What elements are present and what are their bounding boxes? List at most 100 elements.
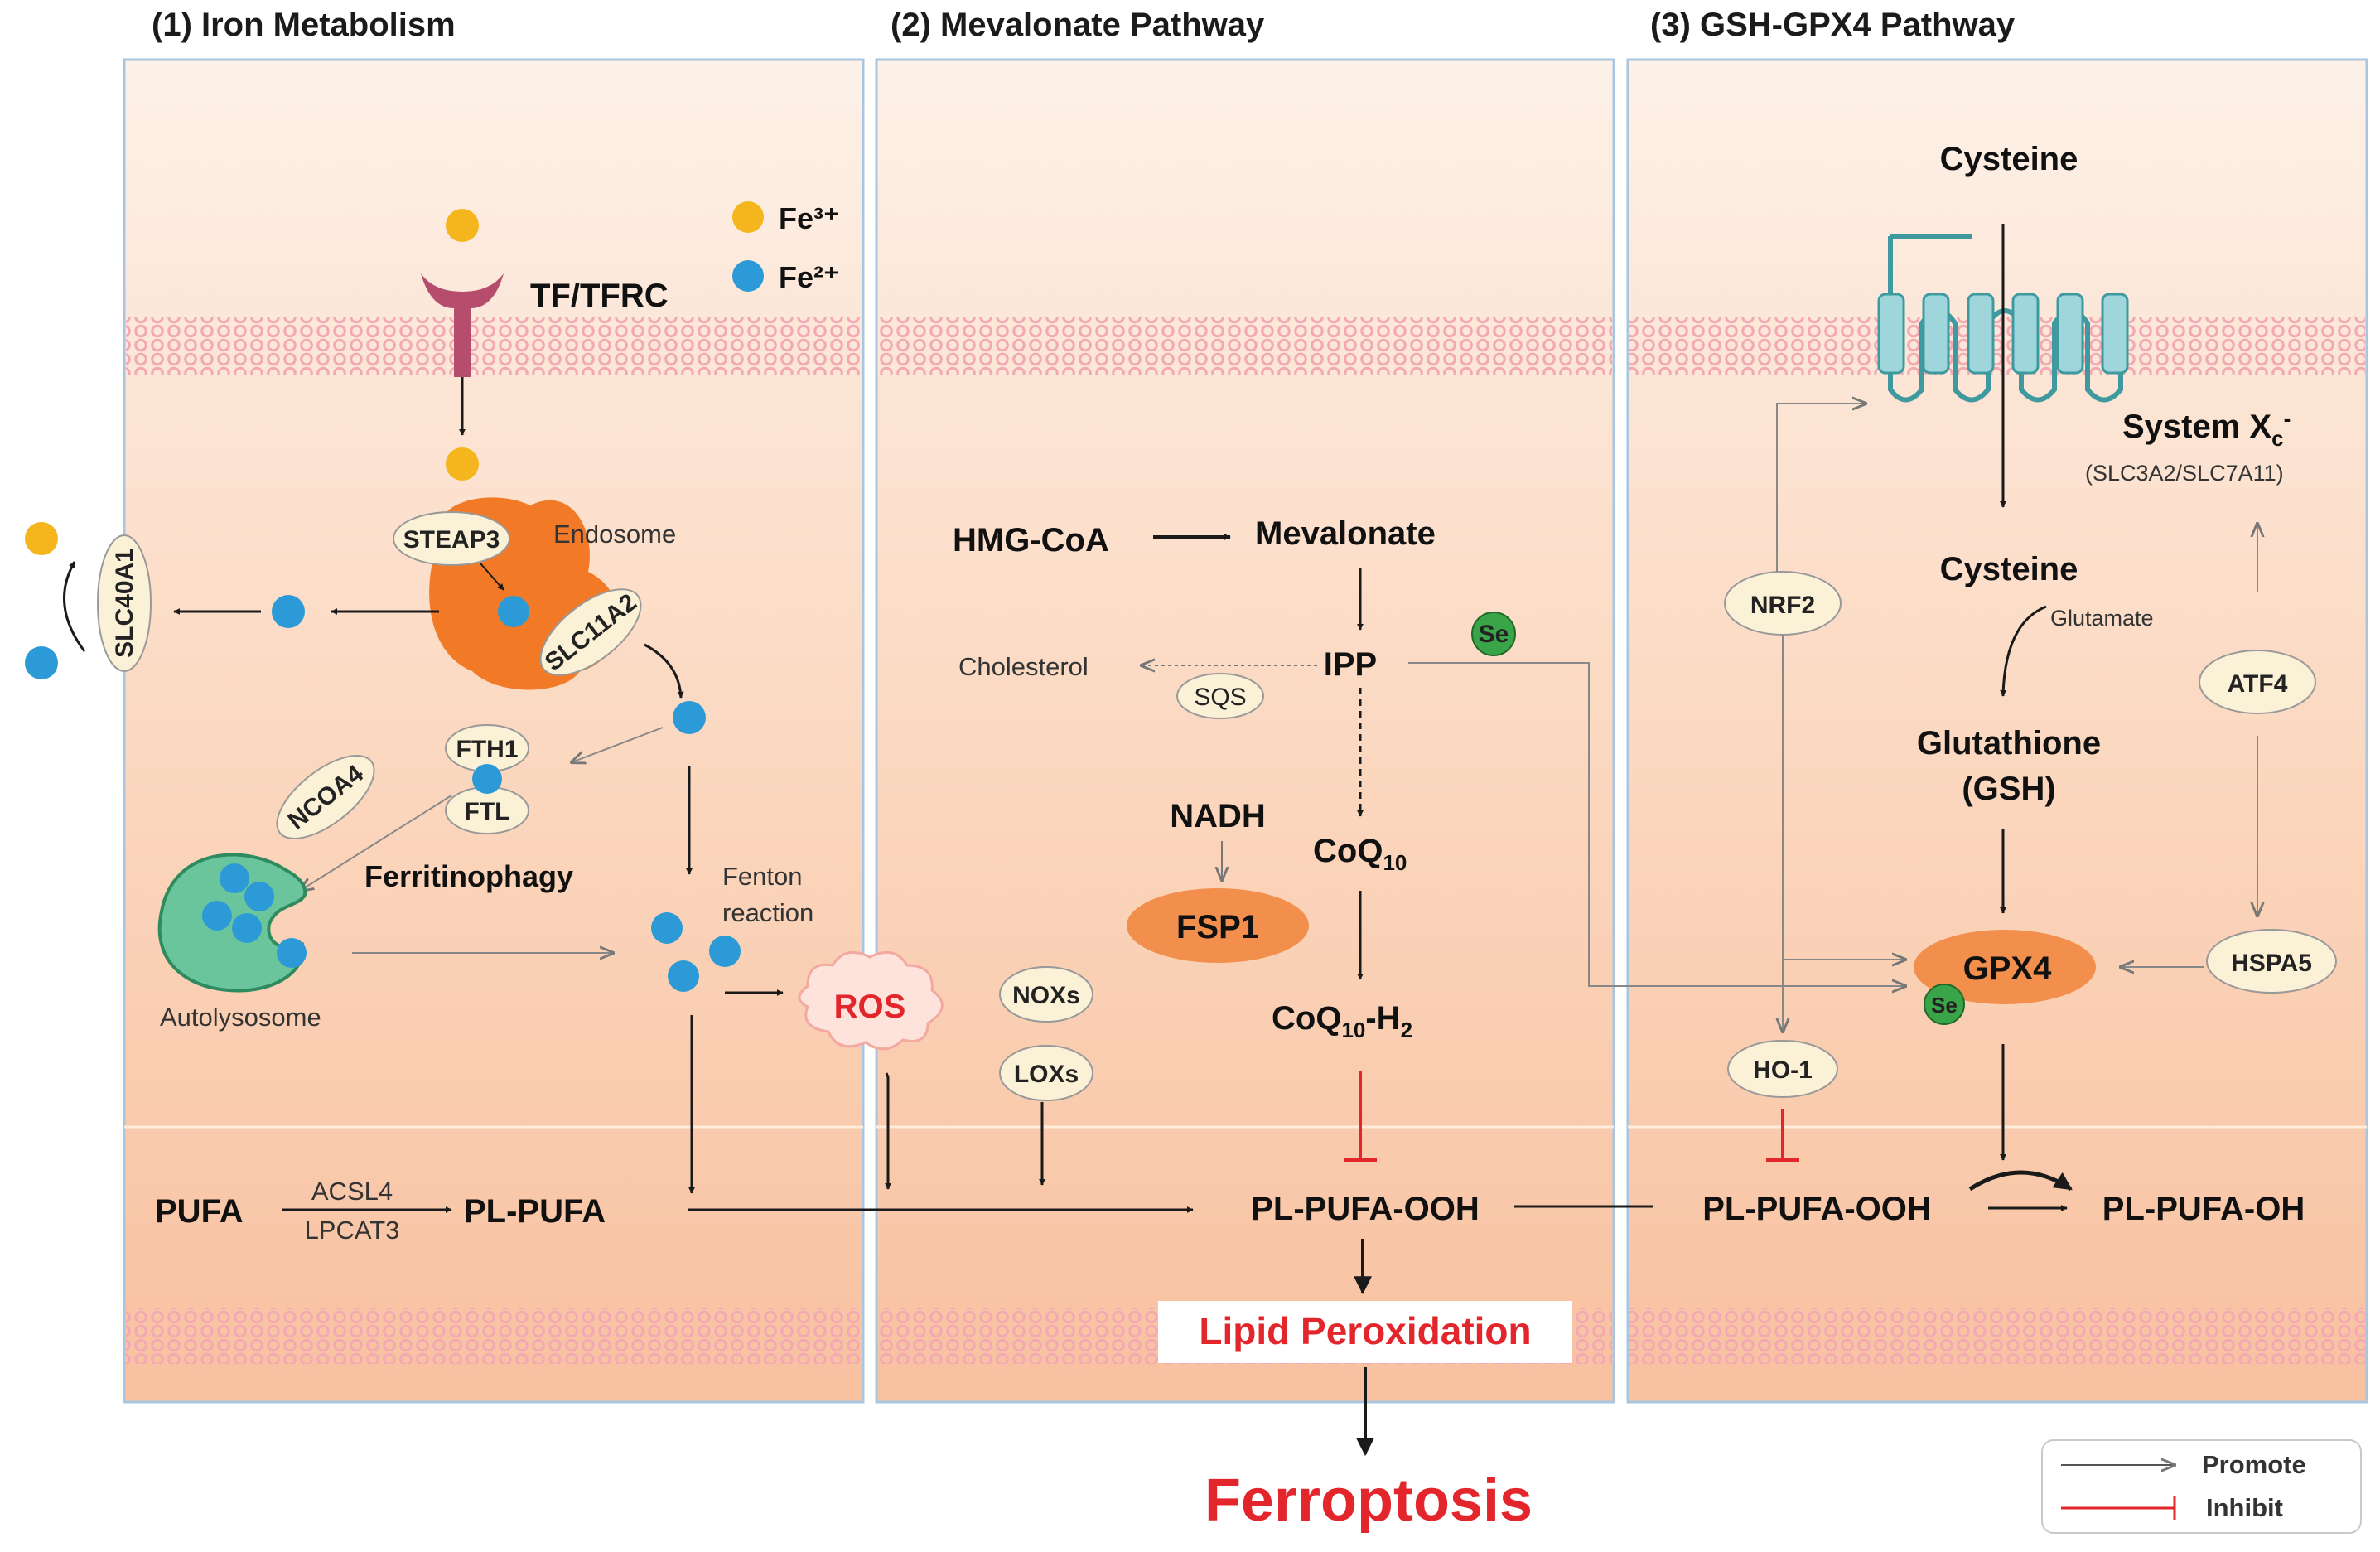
system-xc-genes-label: (SLC3A2/SLC7A11) [2085,461,2284,486]
fe3-extracellular [446,209,479,242]
panel-title-mevalonate-pathway: (2) Mevalonate Pathway [891,7,1265,43]
pl-pufa-label: PL-PUFA [464,1193,606,1230]
coq10h2-label: CoQ10-H2 [1272,1000,1412,1042]
arrow-selenium-to-gpx4 [1408,662,1905,986]
membrane-bottom-iron [126,1308,862,1364]
legend: Promote Inhibit [2041,1439,2362,1534]
gsh-abbr-label: (GSH) [1962,771,2055,807]
arrow-slc11a2-export [644,643,684,699]
coq10-label: CoQ10 [1313,833,1407,875]
arrow-ferritin-to-autolysosome [300,795,452,891]
sqs-label: SQS [1194,684,1246,711]
ros-cloud-icon [798,950,944,1051]
tf-tfrc-label: TF/TFRC [530,278,669,314]
pl-pufa-ooh-label-center: PL-PUFA-OOH [1251,1191,1480,1227]
fe2-endosome [498,596,529,627]
panel-title-iron-metabolism: (1) Iron Metabolism [152,7,456,43]
steap3-pill [393,511,510,566]
fe2-legend-label: Fe²⁺ [779,260,839,294]
system-xc-label: System Xc- [2122,406,2291,451]
loxs-pill [999,1045,1093,1101]
hspa5-pill [2206,929,2337,994]
legend-box [2041,1439,2362,1534]
membrane-top-mevalonate [878,317,1612,375]
ftl-label: FTL [465,798,510,825]
gsh-gpx4-pathway: Cysteine System Xc- (SLC3A2/SLC7A11) Cys… [1702,141,2337,1227]
selenium-label: Se [1479,621,1509,648]
mevalonate-pathway: HMG-CoA Mevalonate IPP Cholesterol SQS S… [885,515,1905,1534]
ferritinophagy-label: Ferritinophagy [364,859,573,893]
endosome-label: Endosome [553,520,676,549]
membrane-top-gsh [1629,317,2365,375]
fth1-label: FTH1 [456,736,519,763]
gpx4-selenium-icon [1924,984,1965,1025]
slc40a1-pill: SLC40A1 [97,534,152,672]
system-xc-transporter-icon [1877,234,2129,403]
arrow-reduction-curve [1968,1170,2073,1192]
fe3-intracellular [446,447,479,481]
fsp1-enzyme [1127,888,1309,963]
fe2-labile [673,701,706,734]
cholesterol-label: Cholesterol [958,652,1089,681]
fenton-label-line2: reaction [722,898,813,927]
ho1-label: HO-1 [1753,1056,1813,1084]
fe3-exported [25,522,58,555]
slc40a1-label: SLC40A1 [111,549,138,658]
ros-label: ROS [834,989,906,1025]
tfrc-receptor-icon [421,273,504,377]
panel-title-gsh-gpx4-pathway: (3) GSH-GPX4 Pathway [1650,7,2016,43]
arrow-steap3-reduction [480,563,504,591]
acsl4-label: ACSL4 [311,1177,393,1206]
lpcat3-label: LPCAT3 [305,1216,400,1245]
fe3-legend-label: Fe³⁺ [779,201,839,235]
gpx4-enzyme [1914,930,2096,1004]
selenium-icon [1471,612,1516,656]
ferroptosis-label: Ferroptosis [1204,1467,1533,1534]
fe2-outside [25,646,58,679]
lipid-peroxidation-label: Lipid Peroxidation [1199,1309,1531,1352]
gpx4-label: GPX4 [1963,950,2052,987]
cysteine-extracellular-label: Cysteine [1940,141,2078,177]
fe2-fenton-3 [668,960,699,992]
legend-inhibit-label: Inhibit [2206,1493,2283,1522]
atf4-pill [2199,650,2316,714]
arrow-slc40a1-oxidation [63,561,86,652]
membrane-bottom-gsh [1629,1308,2365,1364]
arrow-fe2-to-ferritin [572,727,664,762]
arrow-ros-to-pufa [885,1072,891,1190]
glutamate-label: Glutamate [2050,606,2154,631]
loxs-label: LOXs [1014,1061,1079,1088]
fe3-legend-dot [732,201,764,233]
fsp1-label: FSP1 [1176,909,1259,945]
ho1-pill [1727,1040,1838,1098]
gpx4-selenium-label: Se [1931,993,1958,1018]
legend-promote-label: Promote [2202,1450,2306,1479]
fenton-label-line1: Fenton [722,862,803,891]
fe2-fenton-1 [651,912,683,944]
noxs-label: NOXs [1012,982,1080,1009]
arrow-cysteine-to-glutathione [2000,605,2047,697]
sqs-pill [1176,673,1264,719]
pufa-label: PUFA [155,1193,244,1230]
noxs-pill [999,966,1093,1023]
atf4-label: ATF4 [2228,670,2288,698]
fe2-legend-dot [732,260,764,292]
hmg-coa-label: HMG-CoA [953,522,1109,558]
glutathione-label: Glutathione [1917,725,2101,761]
nrf2-label: NRF2 [1750,592,1815,619]
hspa5-label: HSPA5 [2231,950,2312,977]
panel-gsh-bg [1626,58,2368,1404]
iron-metabolism: Fe³⁺ Fe²⁺ TF/TFRC Endosome STEAP3 SLC11A… [25,201,1194,1245]
lipid-peroxidation-box [1158,1301,1572,1363]
fe2-ferritin [472,764,502,794]
cysteine-intracellular-label: Cysteine [1940,551,2078,587]
pl-pufa-ooh-label-right: PL-PUFA-OOH [1702,1191,1931,1227]
membrane-top-iron [126,317,862,375]
arrow-nrf2-to-system-xc [1776,404,1866,572]
autolysosome-label: Autolysosome [160,1003,321,1032]
fe2-fenton-2 [709,936,741,967]
fe2-cytosol-left [272,595,305,628]
mevalonate-label: Mevalonate [1255,515,1436,552]
